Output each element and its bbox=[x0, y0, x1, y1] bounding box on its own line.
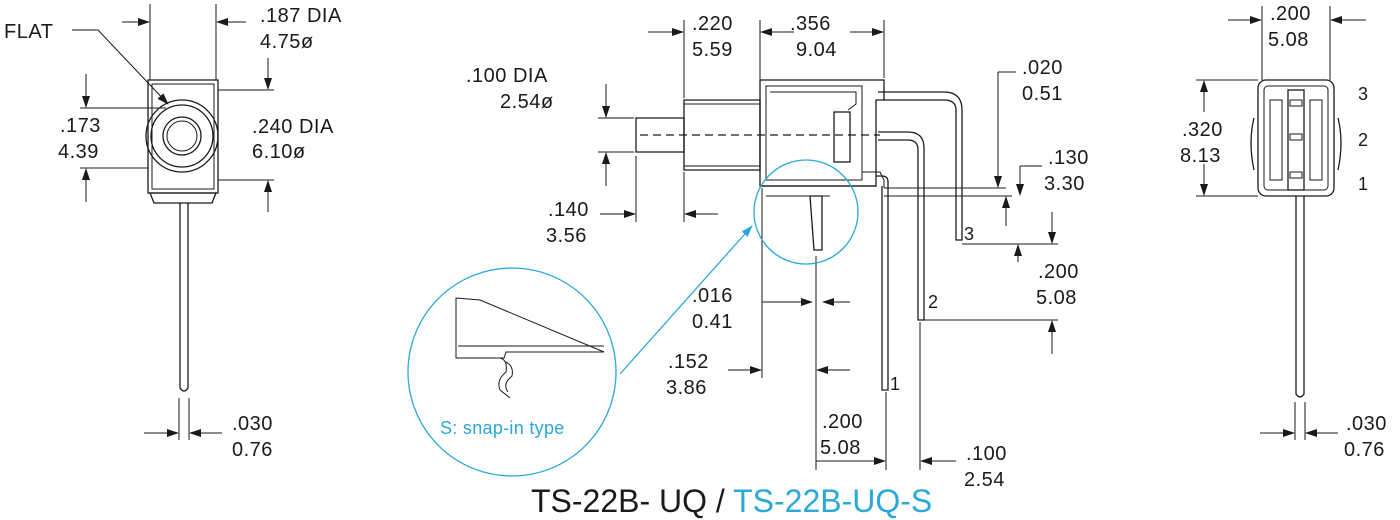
front-pin bbox=[179, 203, 189, 392]
title-separator: / bbox=[707, 483, 733, 519]
d100dia-mm: 2.54ø bbox=[500, 91, 554, 113]
side-body-inner bbox=[765, 85, 863, 181]
d020-mm: 0.51 bbox=[1022, 83, 1063, 105]
end-pin-mm: 0.76 bbox=[1344, 439, 1385, 461]
end-slot-left bbox=[1269, 99, 1283, 181]
side-pin3-label: 3 bbox=[964, 224, 974, 244]
end-pin3-label: 3 bbox=[1358, 84, 1368, 104]
pin-1 bbox=[876, 175, 889, 391]
body-window bbox=[833, 111, 851, 163]
outer-dia-in: .240 DIA bbox=[252, 116, 334, 138]
part-number: TS-22B- UQ bbox=[531, 483, 707, 519]
end-bushing-left bbox=[1250, 117, 1255, 171]
flat-leader bbox=[72, 29, 169, 105]
detail-leader bbox=[619, 225, 753, 375]
pin-3 bbox=[878, 91, 963, 241]
side-pin2-label: 2 bbox=[928, 292, 938, 312]
end-center-pin-block bbox=[1287, 89, 1305, 191]
actuator-circle bbox=[162, 116, 202, 156]
end-slot-right bbox=[1309, 99, 1323, 181]
d130-in: .130 bbox=[1048, 147, 1089, 169]
d220-in: .220 bbox=[692, 13, 733, 35]
d200b-mm: 5.08 bbox=[820, 437, 861, 459]
end-pin-in: .030 bbox=[1346, 413, 1387, 435]
d200b-in: .200 bbox=[822, 411, 863, 433]
outer-diameter-circle bbox=[145, 99, 219, 173]
d100-in: .100 bbox=[966, 443, 1007, 465]
d152-in: .152 bbox=[668, 351, 709, 373]
end-width-mm: 5.08 bbox=[1268, 29, 1309, 51]
outer-dia-mm: 6.10ø bbox=[252, 141, 306, 163]
end-view: .200 5.08 .320 8.13 3 2 1 .030 0.76 bbox=[1180, 3, 1387, 461]
actuator-inner-circle bbox=[166, 120, 198, 152]
end-pin bbox=[1295, 196, 1305, 398]
d100-mm: 2.54 bbox=[964, 469, 1005, 491]
bushing-circle bbox=[150, 104, 214, 168]
front-body-base bbox=[149, 192, 217, 204]
d152-mm: 3.86 bbox=[666, 377, 707, 399]
d200a-mm: 5.08 bbox=[1036, 287, 1077, 309]
body-notch bbox=[770, 91, 857, 111]
variant-part-number: TS-22B-UQ-S bbox=[733, 483, 932, 519]
end-pin1-label: 1 bbox=[1358, 174, 1368, 194]
pin-width-mm: 0.76 bbox=[232, 439, 273, 461]
d016-mm: 0.41 bbox=[692, 311, 733, 333]
detail-body bbox=[455, 297, 605, 359]
end-pin2-mark bbox=[1289, 133, 1303, 141]
pin-2 bbox=[878, 131, 925, 321]
detail-source-circle bbox=[753, 159, 859, 265]
front-view: FLAT .187 DIA 4.75ø .173 4.39 .240 DIA 6… bbox=[4, 4, 342, 461]
d356-mm: 9.04 bbox=[796, 39, 837, 61]
height-in: .173 bbox=[60, 115, 101, 137]
detail-snap-hook bbox=[455, 346, 511, 399]
drawing-title: TS-22B- UQ / TS-22B-UQ-S bbox=[531, 483, 932, 519]
detail-circle bbox=[407, 267, 617, 477]
end-height-mm: 8.13 bbox=[1180, 145, 1221, 167]
snap-in-detail: S: snap-in type bbox=[407, 159, 859, 477]
snap-leg bbox=[809, 195, 823, 251]
d140-mm: 3.56 bbox=[546, 225, 587, 247]
d016-in: .016 bbox=[692, 285, 733, 307]
d130-mm: 3.30 bbox=[1044, 173, 1085, 195]
end-pin1-mark bbox=[1289, 171, 1303, 179]
end-pin3-mark bbox=[1289, 99, 1303, 107]
end-bushing-right bbox=[1337, 117, 1342, 171]
d020-in: .020 bbox=[1022, 57, 1063, 79]
d140-in: .140 bbox=[548, 199, 589, 221]
side-pin1-label: 1 bbox=[890, 374, 900, 394]
end-height-in: .320 bbox=[1182, 119, 1223, 141]
d100dia-in: .100 DIA bbox=[466, 65, 548, 87]
d356-in: .356 bbox=[790, 13, 831, 35]
d220-mm: 5.59 bbox=[692, 39, 733, 61]
d200a-in: .200 bbox=[1038, 261, 1079, 283]
end-width-in: .200 bbox=[1270, 3, 1311, 25]
end-body bbox=[1257, 79, 1335, 197]
height-mm: 4.39 bbox=[58, 141, 99, 163]
side-view: 3 2 1 .220 5.59 .356 9.04 .100 DIA 2.54ø… bbox=[466, 13, 1089, 491]
bushing-dia-mm: 4.75ø bbox=[260, 31, 314, 53]
detail-caption: S: snap-in type bbox=[440, 418, 565, 438]
front-body-inner bbox=[151, 83, 215, 190]
detail-snap-hook-inner bbox=[505, 361, 513, 393]
bushing-dia-in: .187 DIA bbox=[260, 5, 342, 27]
side-body bbox=[759, 79, 885, 187]
flat-label: FLAT bbox=[4, 21, 53, 43]
end-pin2-label: 2 bbox=[1358, 130, 1368, 150]
pin-width-in: .030 bbox=[232, 413, 273, 435]
end-body-inner bbox=[1263, 85, 1329, 191]
front-body-outline bbox=[147, 79, 219, 194]
